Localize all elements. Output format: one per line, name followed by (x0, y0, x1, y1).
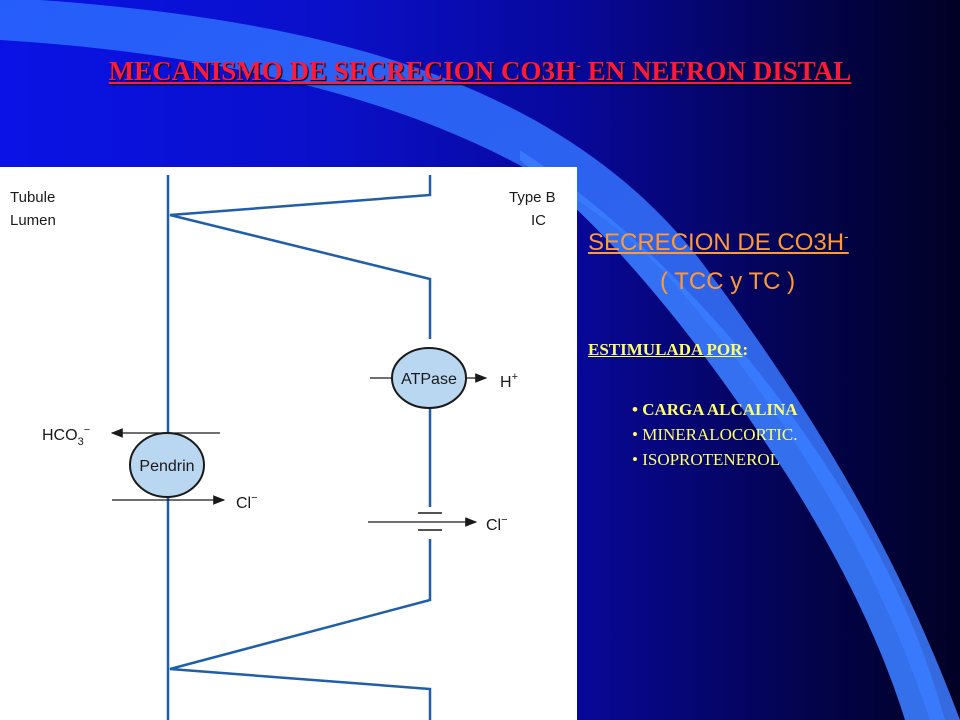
h-ion-label: H+ (500, 371, 518, 391)
pendrin-cl-label: Cl− (236, 492, 258, 512)
transport-diagram: Tubule Lumen Type B IC ATPase H+ Pendrin… (10, 175, 560, 720)
stimulated-by-label: ESTIMULADA POR: (588, 340, 749, 359)
atpase-label: ATPase (401, 371, 457, 388)
diagram-figure: Tubule Lumen Type B IC ATPase H+ Pendrin… (0, 167, 577, 720)
tubule-lumen-label: Tubule Lumen (10, 189, 59, 229)
segment-label: ( TCC y TC ) (660, 268, 796, 295)
slide-title: MECANISMO DE SECRECION CO3H- EN NEFRON D… (108, 56, 852, 86)
basolateral-membrane (169, 175, 432, 720)
list-item: • MINERALOCORTIC. (632, 425, 798, 444)
pendrin-label: Pendrin (139, 458, 194, 475)
pendrin-transporter (129, 432, 205, 498)
hco3-label: HCO3− (42, 424, 90, 448)
type-b-ic-label: Type B IC (509, 189, 560, 229)
cl-channel-label: Cl− (486, 514, 508, 534)
atpase-transporter (391, 347, 467, 409)
list-item: • CARGA ALCALINA (632, 400, 798, 419)
stimuli-list: • CARGA ALCALINA • MINERALOCORTIC. • ISO… (632, 400, 798, 475)
secretion-heading: SECRECION DE CO3H- (588, 228, 849, 256)
list-item: • ISOPROTENEROL (632, 450, 781, 469)
